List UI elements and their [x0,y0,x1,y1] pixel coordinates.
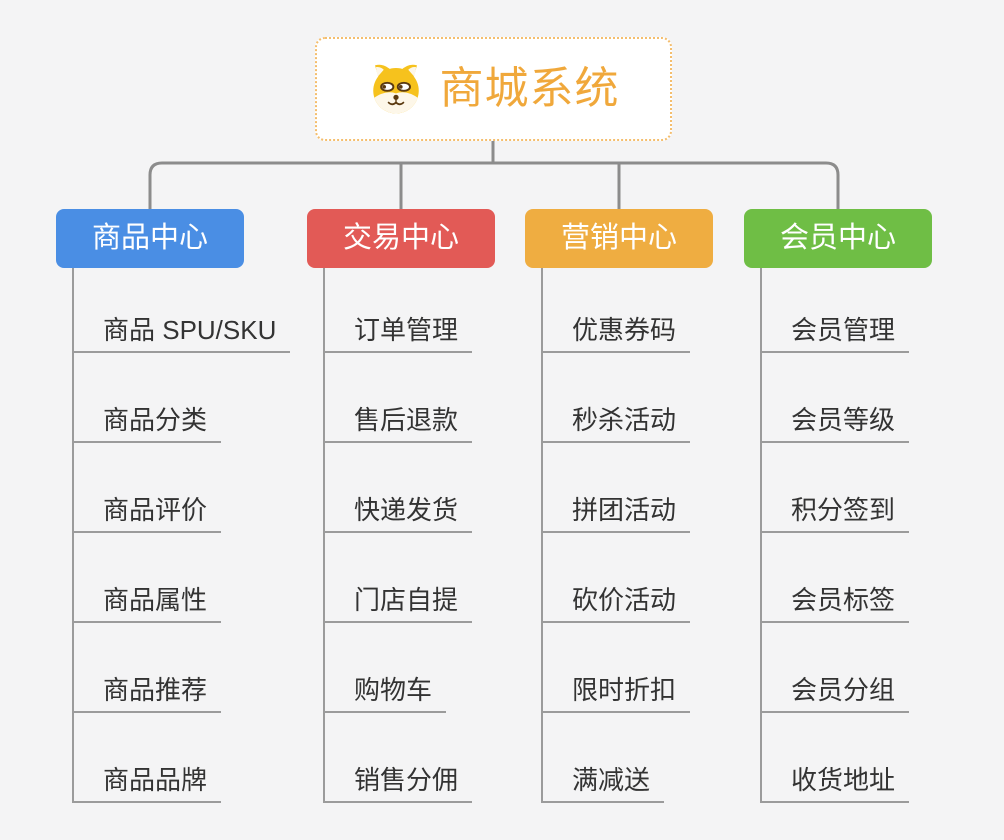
child-node[interactable]: 商品 SPU/SKU [74,268,291,353]
child-node[interactable]: 购物车 [325,623,447,713]
branch-node[interactable]: 交易中心 [307,209,495,268]
branch-subtree-2: 交易中心 订单管理售后退款快递发货门店自提购物车销售分佣 [307,209,495,803]
child-node[interactable]: 砍价活动 [543,533,691,623]
child-node[interactable]: 限时折扣 [543,623,691,713]
child-node[interactable]: 收货地址 [762,713,910,803]
child-node[interactable]: 商品品牌 [74,713,222,803]
child-node[interactable]: 商品推荐 [74,623,222,713]
branch-node[interactable]: 会员中心 [744,209,932,268]
child-node[interactable]: 订单管理 [325,268,473,353]
branch-node[interactable]: 营销中心 [525,209,713,268]
branch-children: 优惠券码秒杀活动拼团活动砍价活动限时折扣满减送 [541,268,691,803]
child-node[interactable]: 优惠券码 [543,268,691,353]
child-node[interactable]: 快递发货 [325,443,473,533]
child-node[interactable]: 会员标签 [762,533,910,623]
trunk-connector-path [148,141,840,209]
branch-node[interactable]: 商品中心 [56,209,244,268]
child-node[interactable]: 商品分类 [74,353,222,443]
child-node[interactable]: 售后退款 [325,353,473,443]
child-node[interactable]: 积分签到 [762,443,910,533]
child-node[interactable]: 商品评价 [74,443,222,533]
child-node[interactable]: 秒杀活动 [543,353,691,443]
child-node[interactable]: 满减送 [543,713,665,803]
child-node[interactable]: 会员等级 [762,353,910,443]
branch-subtree-3: 营销中心 优惠券码秒杀活动拼团活动砍价活动限时折扣满减送 [525,209,713,803]
root-title: 商城系统 [439,64,620,113]
child-node[interactable]: 会员分组 [762,623,910,713]
root-node[interactable]: 商城系统 [315,37,672,141]
child-node[interactable]: 销售分佣 [325,713,473,803]
branch-subtree-4: 会员中心 会员管理会员等级积分签到会员标签会员分组收货地址 [744,209,932,803]
child-node[interactable]: 会员管理 [762,268,910,353]
child-node[interactable]: 商品属性 [74,533,222,623]
shiba-dog-icon [372,64,419,114]
branch-children: 订单管理售后退款快递发货门店自提购物车销售分佣 [323,268,473,803]
child-node[interactable]: 门店自提 [325,533,473,623]
branch-children: 会员管理会员等级积分签到会员标签会员分组收货地址 [760,268,910,803]
child-node[interactable]: 拼团活动 [543,443,691,533]
